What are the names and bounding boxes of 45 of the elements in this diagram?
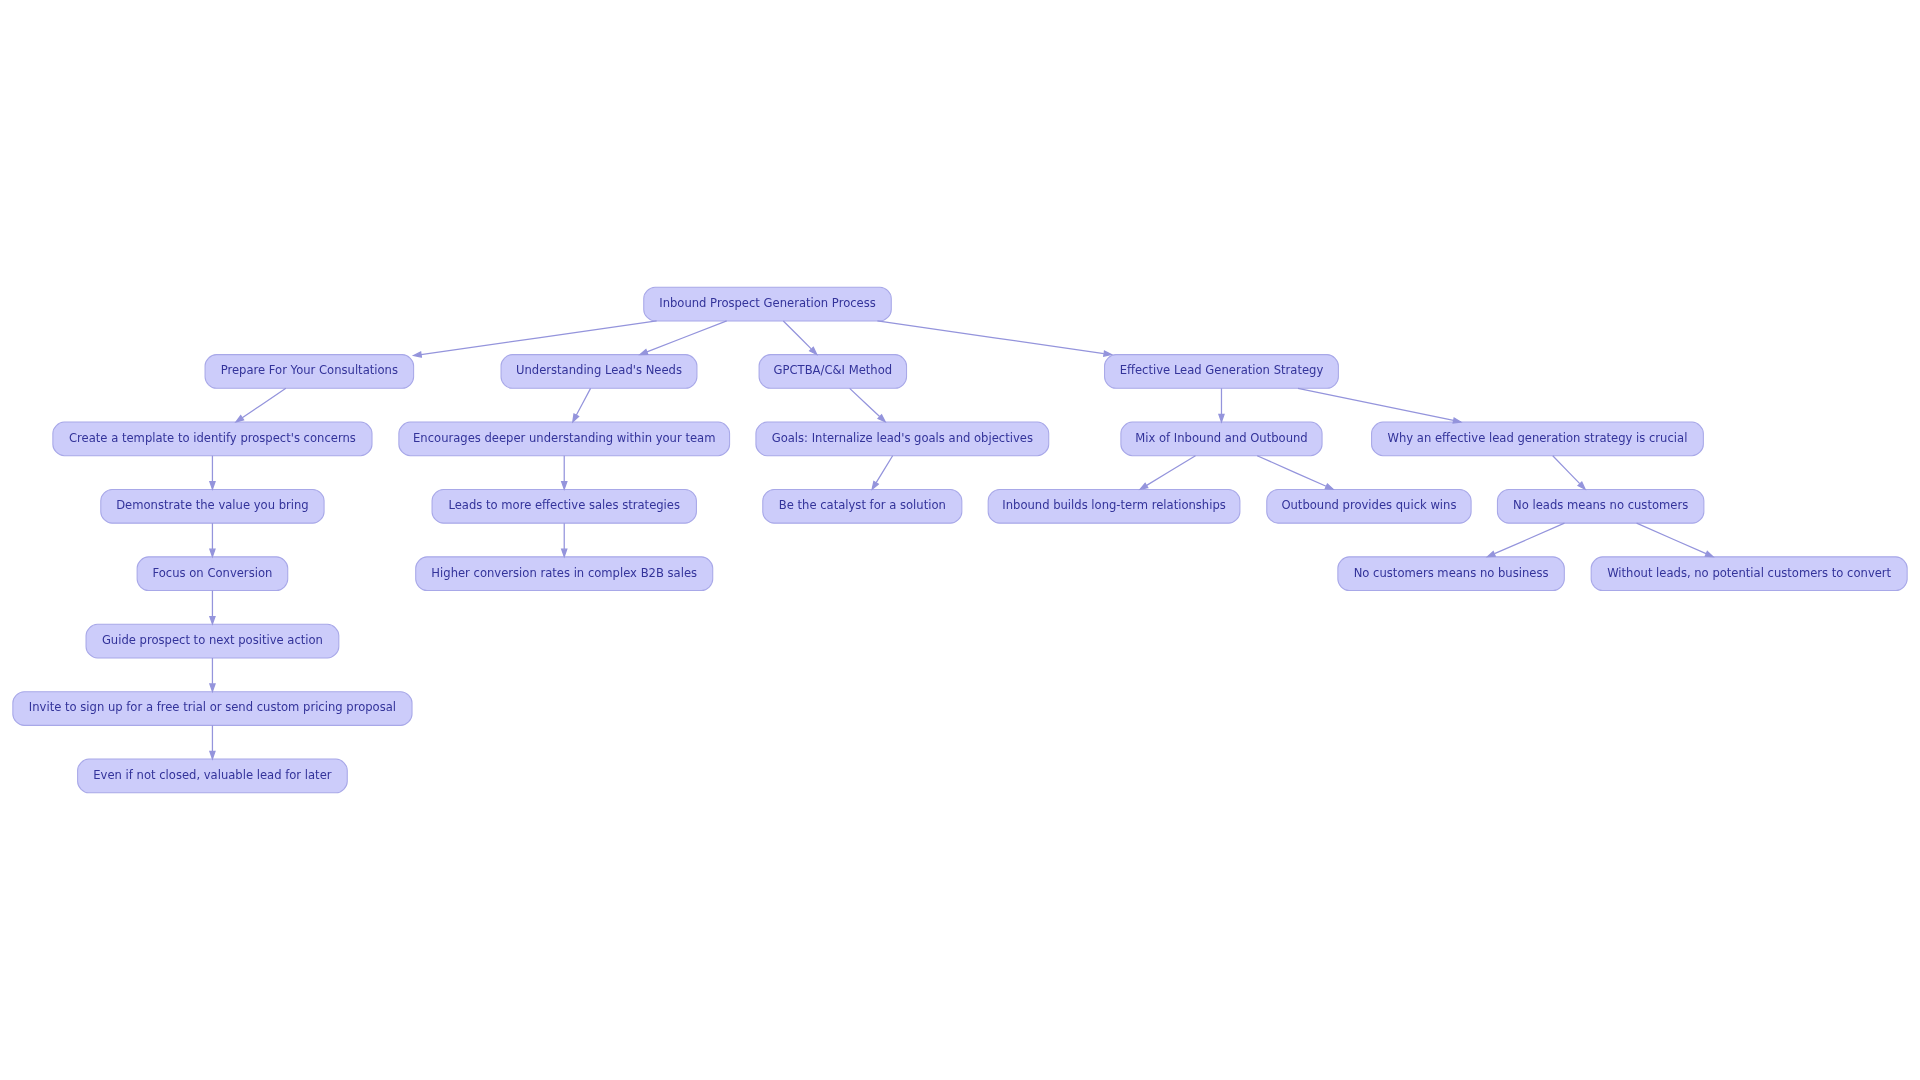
node-box: Higher conversion rates in complex B2B sales bbox=[415, 556, 714, 592]
arrow bbox=[411, 320, 658, 358]
node-box: Invite to sign up for a free trial or send custom pricing proposal bbox=[12, 691, 413, 726]
node-box: Inbound builds long-term relationships bbox=[987, 488, 1241, 524]
node-box: Inbound Prospect Generation Process bbox=[643, 286, 892, 322]
node-box: Focus on Conversion bbox=[136, 556, 289, 592]
arrow bbox=[208, 522, 216, 559]
node-box: Goals: Internalize lead's goals and objectives bbox=[755, 421, 1050, 457]
arrow bbox=[1635, 522, 1715, 558]
node-box: Encourages deeper understanding within your team bbox=[398, 421, 731, 457]
node-box: Mix of Inbound and Outbound bbox=[1120, 421, 1323, 457]
arrow bbox=[1552, 455, 1587, 491]
node-box: Guide prospect to next positive action bbox=[85, 623, 340, 659]
node-box: Without leads, no potential customers to convert bbox=[1590, 556, 1908, 592]
arrow bbox=[1256, 455, 1335, 491]
node-box: GPCTBA/C&I Method bbox=[758, 354, 908, 389]
arrow bbox=[871, 455, 894, 491]
node-box: Prepare For Your Consultations bbox=[204, 354, 415, 389]
arrow bbox=[1485, 522, 1566, 558]
arrow bbox=[1138, 455, 1197, 491]
arrow bbox=[208, 724, 216, 761]
arrow bbox=[1218, 387, 1225, 424]
node-box: No leads means no customers bbox=[1496, 488, 1705, 524]
arrow bbox=[560, 522, 568, 559]
node-box: No customers means no business bbox=[1337, 556, 1565, 592]
node-box: Create a template to identify prospect's concerns bbox=[52, 421, 373, 457]
arrow bbox=[234, 387, 287, 423]
arrow bbox=[638, 320, 728, 356]
node-box: Why an effective lead generation strategy is crucial bbox=[1371, 421, 1704, 457]
arrow bbox=[876, 320, 1114, 357]
arrow bbox=[1297, 387, 1463, 424]
arrow bbox=[560, 455, 568, 492]
node-box: Outbound provides quick wins bbox=[1266, 488, 1472, 524]
node-box: Leads to more effective sales strategies bbox=[431, 488, 697, 524]
node-box: Demonstrate the value you bring bbox=[100, 488, 325, 524]
arrow bbox=[849, 387, 887, 424]
node-box: Even if not closed, valuable lead for later bbox=[77, 758, 348, 794]
arrow bbox=[208, 657, 216, 694]
arrow bbox=[571, 387, 592, 424]
node-box: Be the catalyst for a solution bbox=[762, 488, 963, 524]
arrow bbox=[208, 589, 216, 626]
node-box: Understanding Lead's Needs bbox=[500, 354, 698, 389]
arrow bbox=[208, 455, 216, 492]
node-box: Effective Lead Generation Strategy bbox=[1104, 354, 1339, 389]
arrow bbox=[782, 320, 819, 356]
